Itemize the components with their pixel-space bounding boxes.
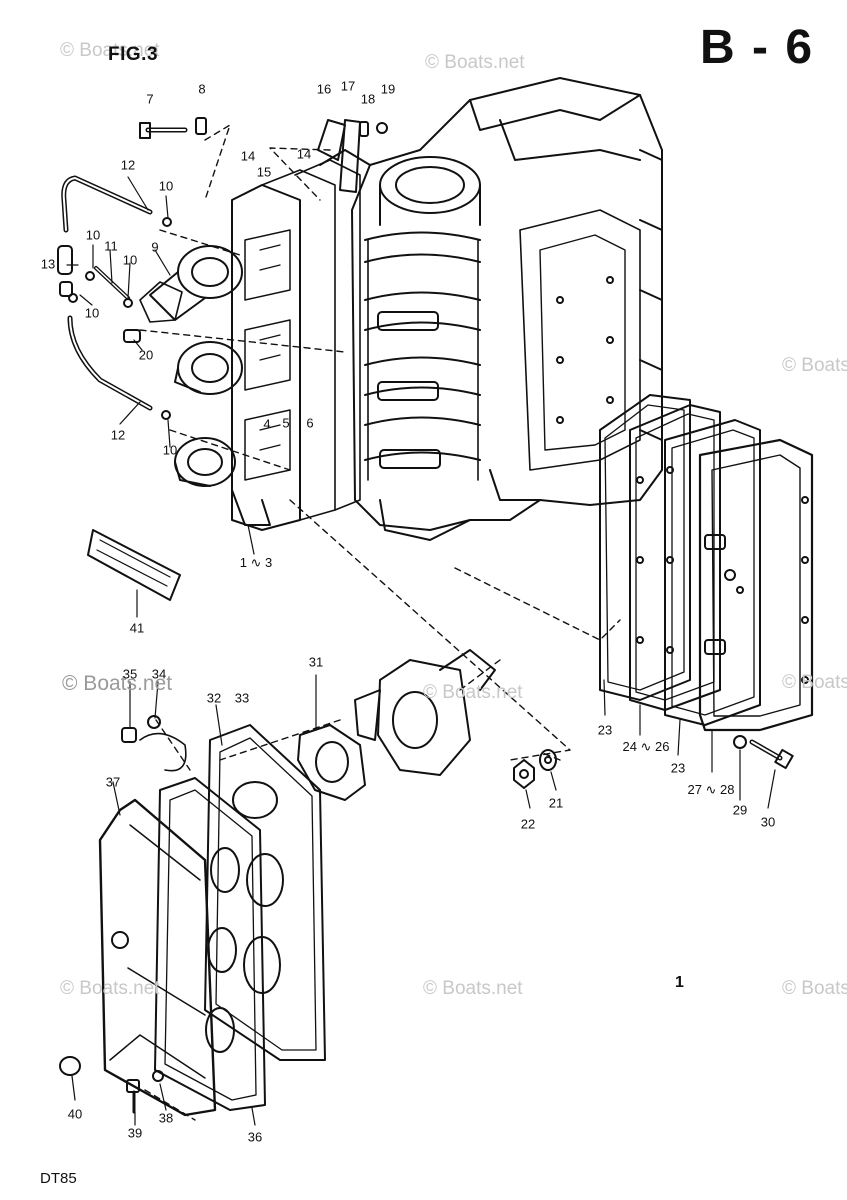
callout-6: 6 bbox=[306, 415, 314, 431]
callout-20: 20 bbox=[138, 347, 154, 363]
callout-40: 40 bbox=[67, 1106, 83, 1122]
callout-39: 39 bbox=[127, 1125, 143, 1141]
gasket-31 bbox=[297, 724, 366, 801]
callout-10: 10 bbox=[84, 305, 100, 321]
callout-23: 23 bbox=[597, 722, 613, 738]
exhaust-cover-stack bbox=[59, 715, 326, 1117]
callout-41: 41 bbox=[129, 620, 145, 636]
callout-30: 30 bbox=[760, 814, 776, 830]
callout-8: 8 bbox=[198, 81, 206, 97]
callout-10: 10 bbox=[162, 442, 178, 458]
callout-33: 33 bbox=[234, 690, 250, 706]
callout-9: 9 bbox=[151, 239, 159, 255]
callout-11: 11 bbox=[104, 238, 118, 254]
watermark: © Boats.net bbox=[423, 682, 523, 703]
watermark: © Boats.net bbox=[60, 40, 160, 61]
bolt-29-30 bbox=[733, 735, 794, 770]
callout-37: 37 bbox=[105, 774, 121, 790]
watermark: © Boats.net bbox=[782, 978, 847, 999]
watermark: © Boats.net bbox=[62, 672, 173, 695]
callout-17: 17 bbox=[340, 78, 356, 94]
callout-38: 38 bbox=[158, 1110, 174, 1126]
figure-label: FIG.3 bbox=[108, 44, 159, 65]
callout-14: 14 bbox=[296, 146, 312, 162]
dashed-leaders bbox=[139, 124, 621, 1121]
callout-32: 32 bbox=[206, 690, 222, 706]
callout-15: 15 bbox=[256, 164, 272, 180]
small-parts-16-19 bbox=[317, 119, 388, 193]
callout-22: 22 bbox=[520, 816, 536, 832]
callout-21: 21 bbox=[548, 795, 564, 811]
watermark: © Boats.net bbox=[60, 978, 160, 999]
callout-1-3: 1 ∿ 3 bbox=[239, 555, 273, 570]
callout-36: 36 bbox=[247, 1129, 263, 1145]
crankcase-cover-stack bbox=[599, 394, 814, 732]
nut-washer-21-22 bbox=[513, 749, 557, 789]
model-label: DT85 bbox=[40, 1170, 77, 1187]
cylinder-block bbox=[351, 77, 663, 541]
callout-18: 18 bbox=[360, 91, 376, 107]
callout-35: 35 bbox=[122, 666, 138, 682]
callout-5: 5 bbox=[282, 415, 290, 431]
callout-19: 19 bbox=[380, 81, 396, 97]
callout-leaders bbox=[66, 176, 776, 1126]
callout-10: 10 bbox=[158, 178, 174, 194]
reed-valve-assembly bbox=[139, 149, 371, 531]
callout-4: 4 bbox=[263, 416, 271, 432]
callout-29: 29 bbox=[732, 802, 748, 818]
watermark: © Boats.net bbox=[782, 672, 847, 693]
callout-34: 34 bbox=[151, 666, 167, 682]
callout-31: 31 bbox=[308, 654, 324, 670]
page-mark: 1 bbox=[675, 974, 684, 991]
callout-14: 14 bbox=[240, 148, 256, 164]
callout-13: 13 bbox=[40, 256, 56, 272]
callout-10: 10 bbox=[85, 227, 101, 243]
callout-24-26: 24 ∿ 26 bbox=[622, 739, 670, 754]
watermark: © Boats.net bbox=[425, 52, 525, 73]
bolt-7-8 bbox=[139, 117, 207, 139]
decal-41 bbox=[87, 529, 181, 601]
callout-7: 7 bbox=[146, 91, 154, 107]
callout-10: 10 bbox=[122, 252, 138, 268]
watermark: © Boats.net bbox=[782, 355, 847, 376]
callout-12: 12 bbox=[120, 157, 136, 173]
callout-16: 16 bbox=[316, 81, 332, 97]
callout-12: 12 bbox=[110, 427, 126, 443]
callout-23: 23 bbox=[670, 760, 686, 776]
thermostat-housing bbox=[354, 649, 496, 776]
page-code: B - 6 bbox=[700, 21, 815, 74]
watermark: © Boats.net bbox=[423, 978, 523, 999]
callout-27-28: 27 ∿ 28 bbox=[687, 782, 735, 797]
